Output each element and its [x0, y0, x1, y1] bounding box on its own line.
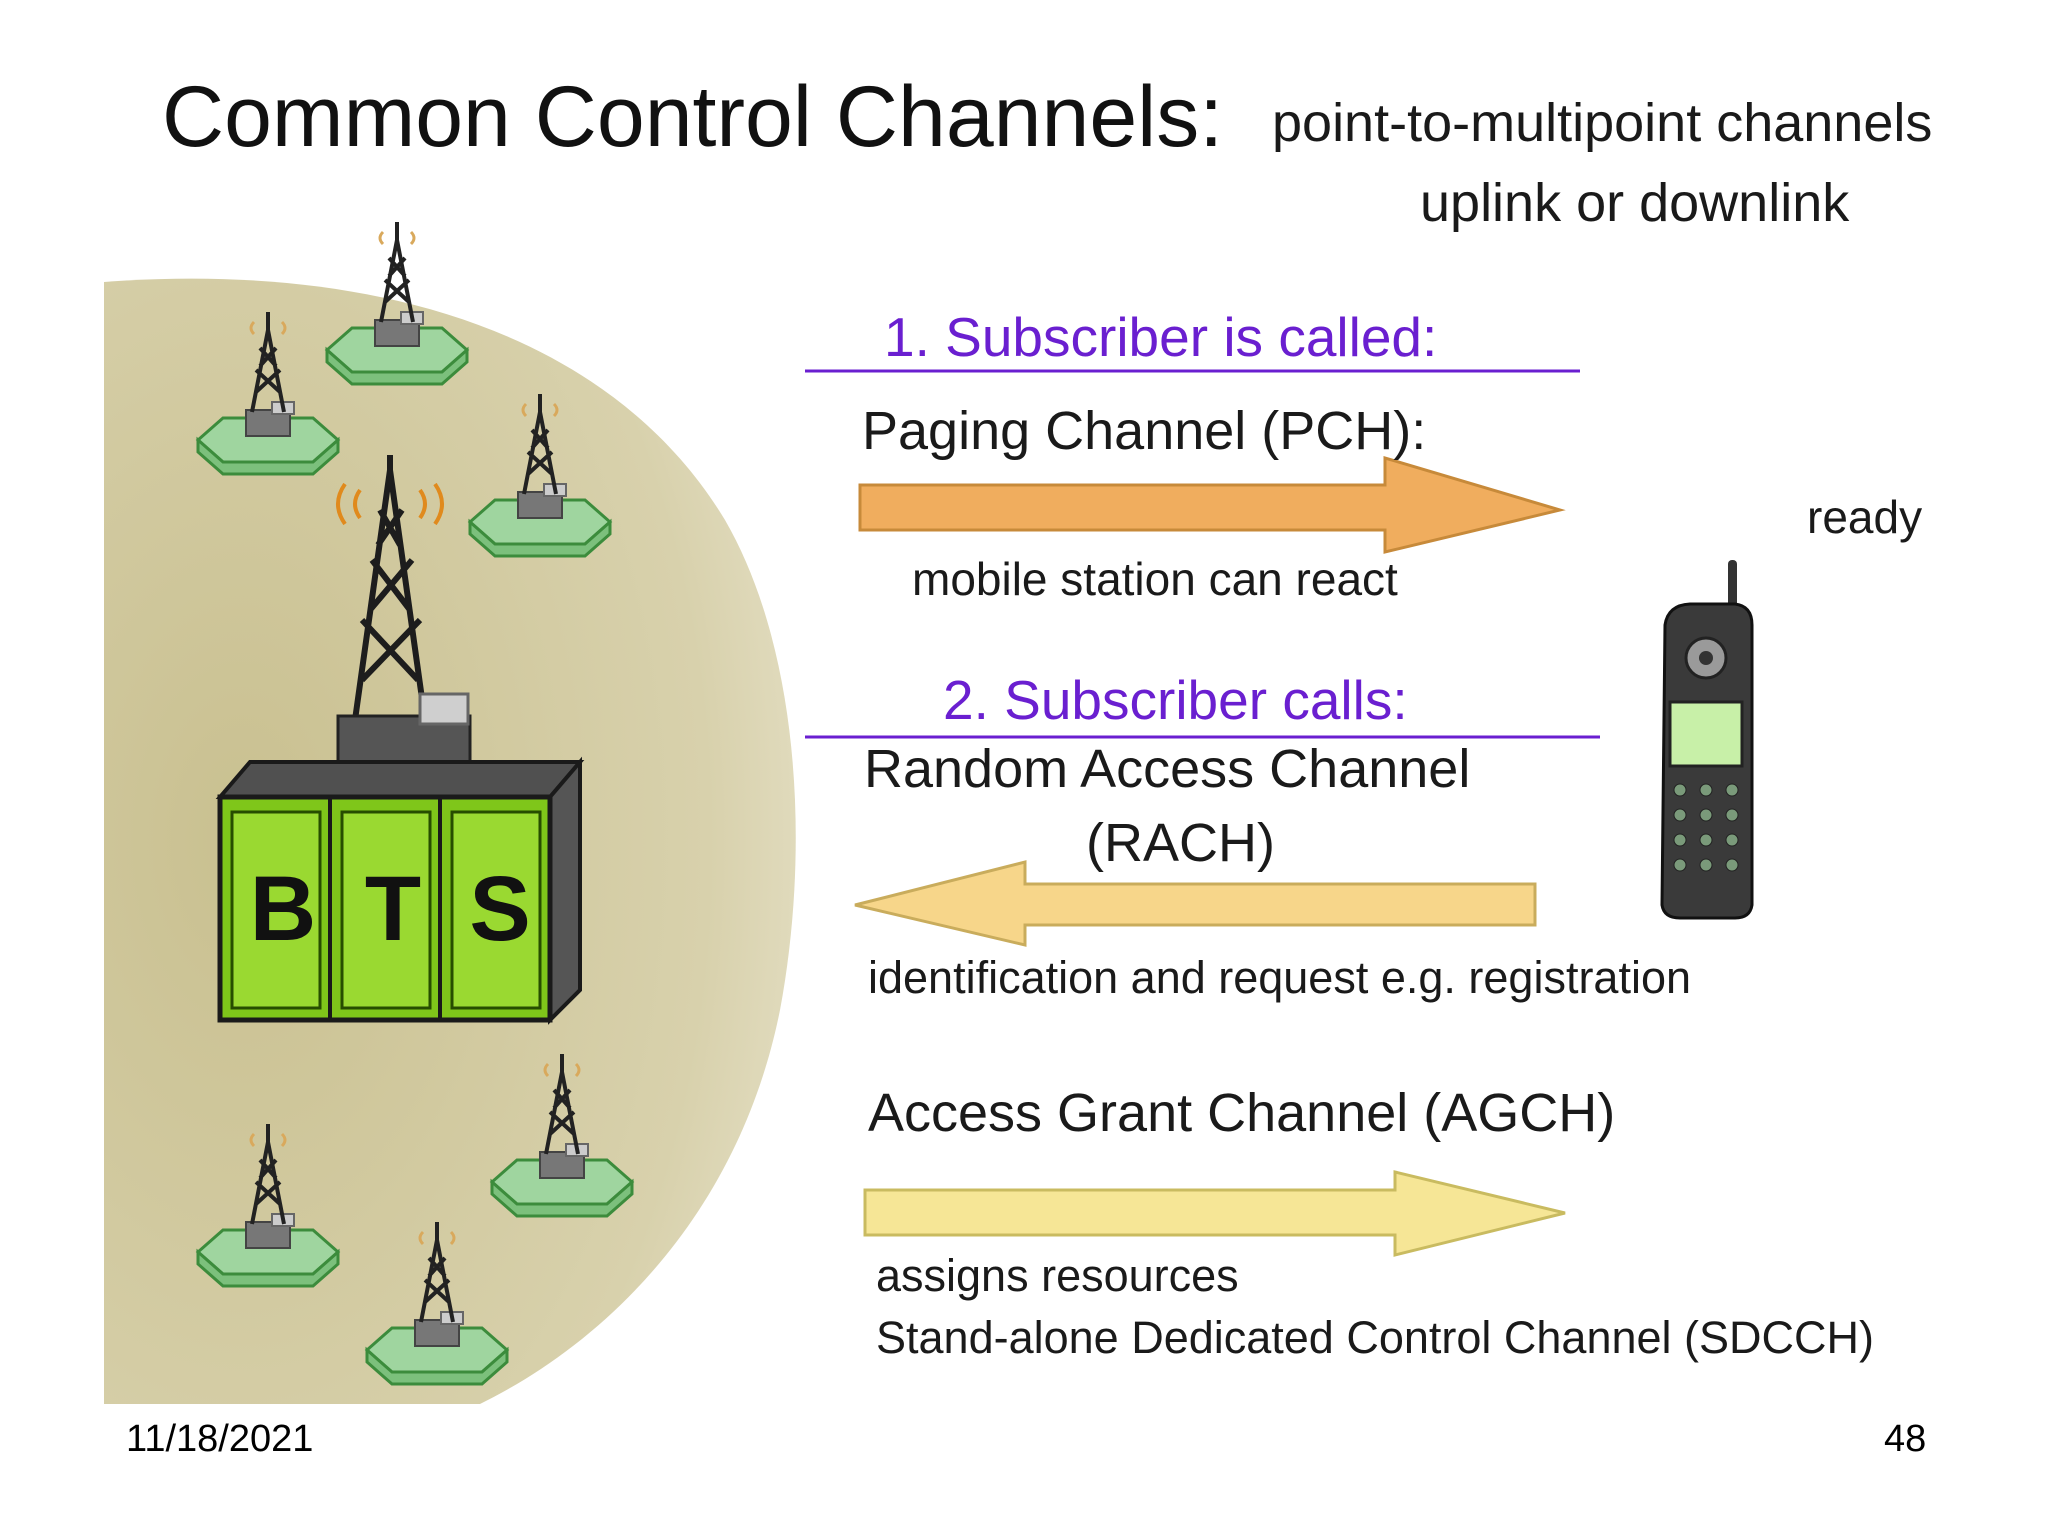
footer-date: 11/18/2021 [126, 1418, 314, 1460]
rach-label-line-2: (RACH) [1086, 813, 1275, 873]
agch-label: Access Grant Channel (AGCH) [868, 1083, 1616, 1143]
agch-note-line-2: Stand-alone Dedicated Control Channel (S… [876, 1312, 1874, 1363]
bts-letter-s: S [469, 858, 530, 960]
bts-building-icon: B T S [215, 455, 585, 1025]
agch-note-line-1: assigns resources [876, 1250, 1239, 1301]
pch-note: mobile station can react [912, 553, 1398, 605]
subtitle-line-2: uplink or downlink [1420, 173, 1850, 233]
page-number: 48 [1884, 1418, 1927, 1460]
arrow-left-icon [854, 860, 1537, 947]
rach-label-line-1: Random Access Channel [864, 739, 1471, 799]
section-1-heading: 1. Subscriber is called: [884, 306, 1438, 368]
pch-label: Paging Channel (PCH): [862, 401, 1427, 461]
bts-letter-t: T [365, 858, 421, 960]
arrow-right-icon [858, 455, 1566, 554]
bts-letter-b: B [250, 858, 316, 960]
section-2-heading: 2. Subscriber calls: [943, 669, 1408, 731]
arrow-right-icon [863, 1170, 1566, 1257]
slide-title: Common Control Channels: [162, 69, 1224, 165]
subtitle-line-1: point-to-multipoint channels [1272, 93, 1933, 153]
mobile-phone-icon [1660, 560, 1754, 920]
rach-note: identification and request e.g. registra… [868, 952, 1692, 1003]
ready-label: ready [1807, 491, 1923, 543]
